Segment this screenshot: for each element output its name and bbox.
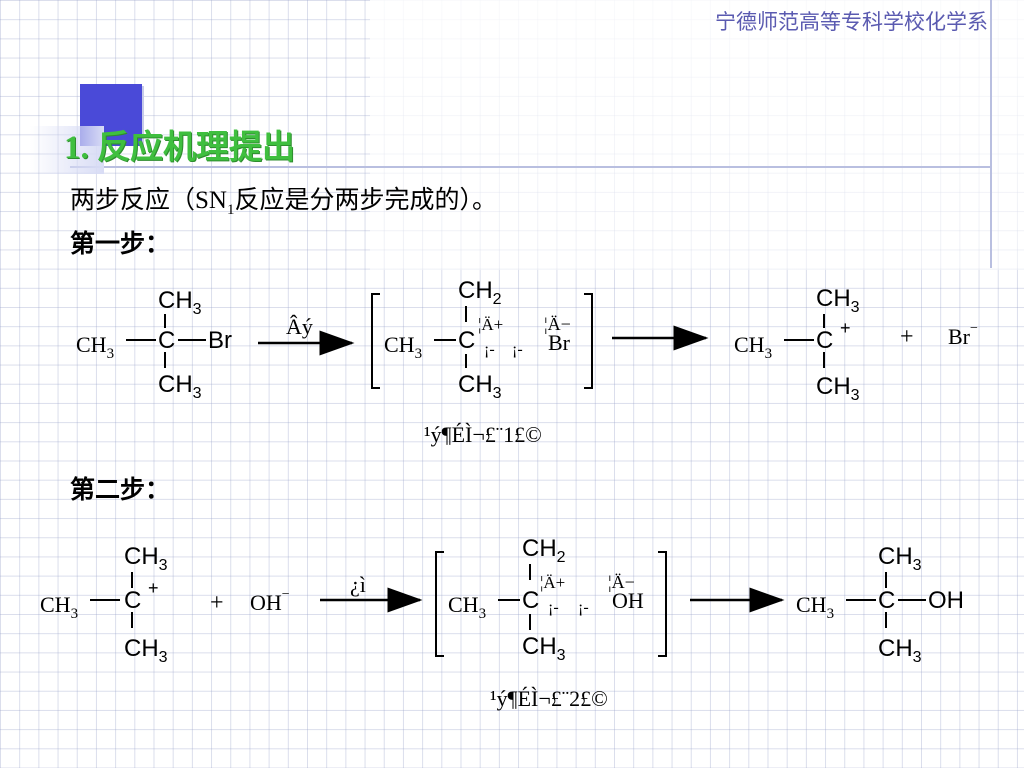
- ts2-partial-plus: ¦Ä+: [540, 573, 565, 592]
- intro-text-a: 两步反应（SN: [70, 187, 227, 214]
- cation-carbon: C: [816, 327, 833, 354]
- ts1-ch2: CH2: [458, 277, 502, 308]
- reactant-carbon: C: [158, 327, 175, 354]
- ts2-oh: OH: [612, 588, 644, 613]
- bromide-ion: Br−: [948, 321, 978, 349]
- ts1-ch3-bottom: CH3: [458, 371, 502, 402]
- ts1-label: ¹ý¶ÉÌ¬£¨1£©: [424, 422, 542, 447]
- reactant-br: Br: [208, 327, 232, 354]
- step2-carbocation: CH3 CH3 C + CH3 + OH−: [40, 543, 290, 666]
- s2-plus: +: [148, 578, 159, 598]
- ts2-partial-minus: ¦Ä−: [608, 572, 635, 592]
- step1-label: 第一步：: [70, 231, 171, 258]
- s2-carbon: C: [124, 587, 141, 614]
- cation-plus: +: [840, 318, 851, 338]
- prod-ch3-bottom: CH3: [878, 635, 922, 666]
- ts1-br: Br: [548, 330, 571, 355]
- ts2-ch3-left: CH3: [448, 592, 486, 622]
- step1-reactant: CH3 CH3 C Br CH3: [76, 287, 232, 402]
- step1-carbocation: CH3 CH3 C + CH3 + Br−: [734, 285, 978, 404]
- s2-ch3-left: CH3: [40, 592, 78, 622]
- prod-carbon: C: [878, 587, 895, 614]
- intro-line: 两步反应（SN1反应是分两步完成的）。: [70, 180, 497, 219]
- hydroxide-ion: OH−: [250, 587, 290, 615]
- ts1-partial-plus: ¦Ä+: [478, 315, 503, 334]
- s2-ch3-top: CH3: [124, 543, 168, 574]
- grid-fade: [370, 0, 1024, 270]
- step2-label: 第二步：: [70, 477, 171, 504]
- s2-ch3-bottom: CH3: [124, 635, 168, 666]
- step2-arrow: ¿ì: [320, 572, 423, 613]
- ts2-label: ¹ý¶ÉÌ¬£¨2£©: [490, 686, 608, 711]
- school-header: 宁德师范高等专科学校化学系: [715, 10, 988, 34]
- ts1-ch3-left: CH3: [384, 332, 422, 362]
- ts1-dash-2: ¡-: [512, 341, 523, 358]
- ts2-dash-2: ¡-: [578, 599, 589, 616]
- intro-text-b: 反应是分两步完成的）。: [234, 187, 497, 214]
- cation-ch3-bottom: CH3: [816, 373, 860, 404]
- step1-arrow-label: Âý: [286, 314, 313, 339]
- prod-ch3-top: CH3: [878, 543, 922, 574]
- ts1-partial-minus: ¦Ä−: [544, 314, 571, 334]
- ts1-carbon: C: [458, 327, 475, 354]
- reactant-ch3-left: CH3: [76, 332, 114, 362]
- section-title: 1. 反应机理提出: [64, 130, 295, 166]
- cation-ch3-top: CH3: [816, 285, 860, 316]
- frame-line-horizontal: [70, 166, 992, 168]
- intro-sub: 1: [226, 202, 235, 218]
- prod-ch3-left: CH3: [796, 592, 834, 622]
- step1-arrow: Âý: [258, 314, 355, 356]
- cation-ch3-left: CH3: [734, 332, 772, 362]
- transition-state-2: CH2 CH3 C ¦Ä+ ¡- ¡- ¦Ä− OH CH3 ¹ý¶ÉÌ¬£¨2…: [435, 535, 667, 711]
- ts1-dash-1: ¡-: [484, 341, 495, 358]
- transition-state-1: CH2 CH3 C ¦Ä+ ¡- ¡- ¦Ä− Br CH3 ¹ý¶ÉÌ¬£¨1…: [371, 277, 593, 447]
- plus-sign-1: +: [900, 324, 914, 350]
- reactant-ch3-top: CH3: [158, 287, 202, 318]
- plus-sign-2: +: [210, 590, 224, 616]
- prod-oh: OH: [928, 587, 964, 614]
- reactant-ch3-bottom: CH3: [158, 371, 202, 402]
- decor-square-fade: [30, 126, 104, 174]
- step2-arrow-label: ¿ì: [350, 572, 366, 597]
- ts2-ch2: CH2: [522, 535, 566, 566]
- ts2-ch3-bottom: CH3: [522, 633, 566, 664]
- frame-line-vertical: [990, 0, 992, 268]
- step2-product: CH3 CH3 C OH CH3: [796, 543, 964, 666]
- ts2-dash-1: ¡-: [548, 599, 559, 616]
- ts2-carbon: C: [522, 587, 539, 614]
